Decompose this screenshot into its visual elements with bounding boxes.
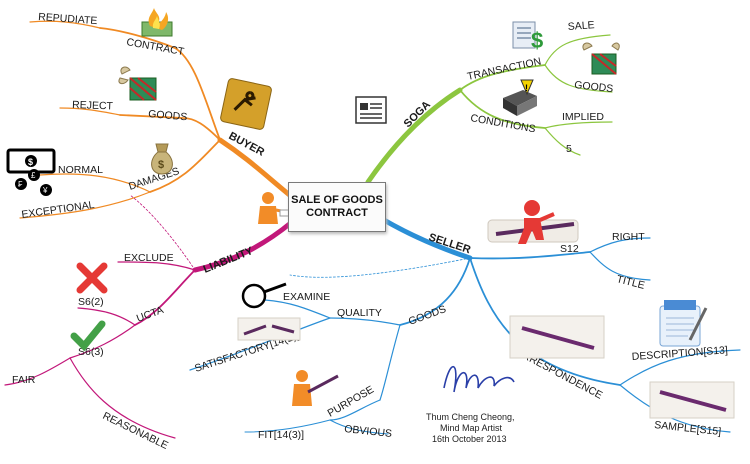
red-x-icon — [76, 262, 108, 294]
notepad-icon — [659, 300, 708, 347]
quality-label: QUALITY — [337, 307, 382, 319]
warning-box-icon: ! — [503, 79, 537, 116]
orange-person-icon — [258, 192, 291, 224]
credit-role: Mind Map Artist — [440, 423, 503, 433]
broken-pen-icon — [237, 317, 301, 341]
green-check-icon — [70, 320, 106, 352]
buyer-running-sign-icon — [220, 78, 272, 130]
soga-goods-label: GOODS — [574, 79, 614, 95]
fit-label: FIT[14(3)] — [258, 429, 304, 441]
ucta-label: UCTA — [135, 304, 165, 325]
buyer-goods-label: GOODS — [148, 108, 188, 123]
transaction-label: TRANSACTION — [466, 56, 542, 83]
svg-text:$: $ — [531, 28, 543, 53]
exceptional-label: EXCEPTIONAL — [21, 199, 96, 221]
title-label: TITLE — [615, 273, 646, 292]
sample-label: SAMPLE[S15] — [654, 419, 722, 438]
svg-text:$: $ — [158, 159, 164, 171]
conditions-label: CONDITIONS — [469, 112, 536, 135]
broken-gift-goods-icon — [582, 42, 620, 75]
svg-text:₣: ₣ — [18, 180, 23, 189]
seller-figure-icon — [487, 200, 579, 244]
soga-branch — [365, 34, 613, 185]
svg-text:!: ! — [525, 83, 528, 93]
money-bag-icon: $ — [151, 143, 173, 175]
reasonable-label: REASONABLE — [101, 410, 170, 452]
fair-label: FAIR — [12, 374, 36, 386]
central-topic-line1: SALE OF GOODS — [291, 194, 383, 206]
repudiate-label: REPUDIATE — [38, 11, 98, 27]
contract-label: CONTRACT — [125, 36, 185, 58]
pen-sample-icon — [509, 315, 605, 359]
dollar-document-icon: $ — [512, 21, 543, 53]
seller-goods-label: GOODS — [407, 303, 448, 328]
exclude-label: EXCLUDE — [124, 252, 174, 264]
pen-sample-2-icon — [649, 381, 735, 419]
normal-label: NORMAL — [58, 164, 103, 176]
liability-branch — [4, 194, 295, 439]
obvious-label: OBVIOUS — [344, 423, 393, 440]
buyer-branch — [19, 20, 295, 219]
svg-text:¥: ¥ — [42, 186, 48, 195]
banknote-currency-icon: $ £ ₣ ¥ — [6, 148, 56, 196]
document-icon — [355, 96, 387, 124]
signature-icon — [443, 365, 515, 393]
right-label: RIGHT — [612, 231, 645, 243]
svg-text:$: $ — [28, 157, 33, 167]
liability-label: LIABILITY — [202, 245, 256, 276]
central-topic-line2: CONTRACT — [306, 207, 368, 219]
credit-name: Thum Cheng Cheong, — [426, 412, 515, 422]
central-topic: SALE OF GOODS CONTRACT — [288, 182, 386, 232]
description-label: DESCRIPTION[S13] — [631, 344, 728, 363]
broken-gift-icon — [118, 66, 157, 101]
sale-label: SALE — [567, 19, 595, 33]
credit-date: 16th October 2013 — [432, 434, 507, 444]
orange-writer-icon — [292, 370, 339, 406]
s62-label: S6(2) — [78, 296, 104, 308]
five-label: 5 — [566, 143, 572, 155]
s12-label: S12 — [560, 243, 579, 255]
buyer-label: BUYER — [227, 130, 267, 159]
svg-text:£: £ — [31, 171, 36, 180]
seller-branch — [189, 217, 741, 435]
burning-money-icon — [141, 8, 173, 37]
magnifier-icon — [241, 282, 287, 309]
examine-label: EXAMINE — [283, 291, 330, 303]
implied-label: IMPLIED — [562, 111, 604, 123]
reject-label: REJECT — [72, 99, 114, 112]
